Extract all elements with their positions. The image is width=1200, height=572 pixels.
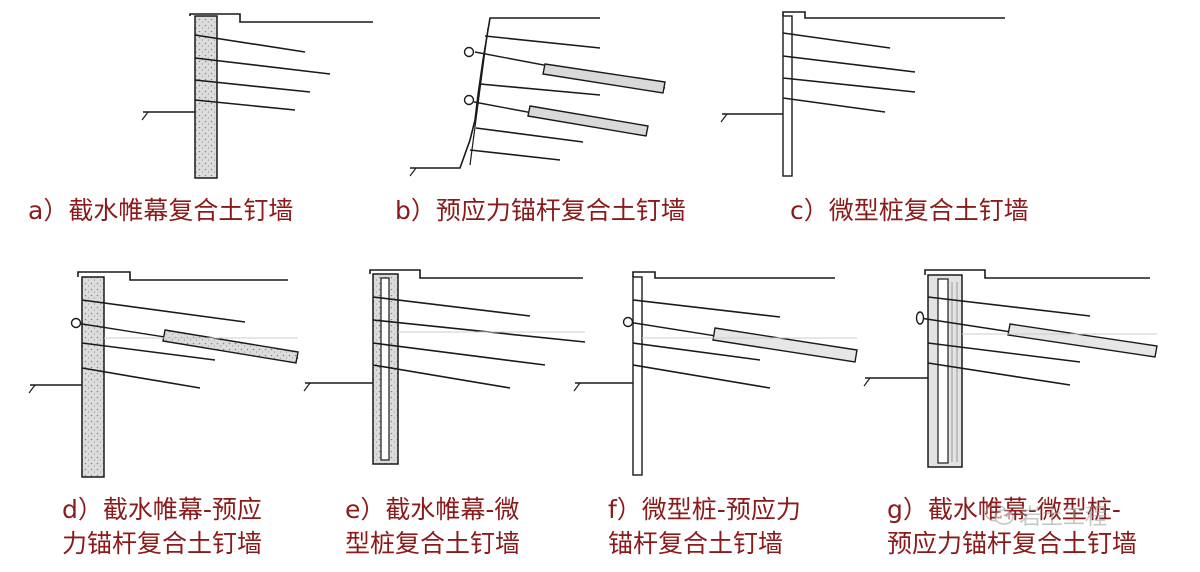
ground-hatch xyxy=(863,377,871,387)
ground-hatch xyxy=(573,382,581,392)
caption-e: e）截水帷幕-微 型桩复合土钉墙 xyxy=(345,493,520,561)
soil-nail xyxy=(927,296,1091,317)
anchor-grout-body xyxy=(162,329,299,364)
slope-face xyxy=(410,17,600,169)
caption-b: b）预应力锚杆复合土钉墙 xyxy=(395,194,686,228)
anchor-grout-body xyxy=(542,63,666,94)
anchor-grout-body xyxy=(1007,323,1158,358)
panel-g-drawing xyxy=(863,269,1158,468)
panel-d-drawing xyxy=(28,271,299,478)
ground-surface xyxy=(77,271,288,281)
soil-nail xyxy=(469,149,561,161)
micro-pile xyxy=(632,276,643,476)
soil-nail xyxy=(927,362,1071,386)
anchor-head xyxy=(463,94,475,106)
soil-nail xyxy=(194,57,331,75)
caption-line: f）微型桩-预应力 xyxy=(608,495,801,524)
soil-nail xyxy=(782,32,891,49)
anchor-grout-body xyxy=(712,327,858,363)
ground-surface xyxy=(632,271,835,279)
anchor-head xyxy=(622,316,634,328)
soil-nail xyxy=(632,364,771,389)
ground-surface xyxy=(189,13,373,23)
ground-surface xyxy=(924,269,1150,279)
soil-nail xyxy=(632,342,761,361)
panel-a-drawing xyxy=(141,13,373,179)
panel-f-drawing xyxy=(573,271,858,476)
panel-b-drawing xyxy=(409,17,666,177)
caption-line: a）截水帷幕复合土钉墙 xyxy=(28,196,294,225)
caption-line: c）微型桩复合土钉墙 xyxy=(790,196,1029,225)
soil-nail xyxy=(632,299,781,318)
caption-line: 锚杆复合土钉墙 xyxy=(608,529,784,558)
micro-pile xyxy=(937,278,949,464)
soil-nail xyxy=(194,34,306,53)
soil-nail xyxy=(81,342,216,361)
ground-hatch xyxy=(141,111,149,121)
soil-nail xyxy=(782,55,916,73)
anchor-grout-body xyxy=(527,105,649,137)
caption-line: 力锚杆复合土钉墙 xyxy=(62,529,263,558)
caption-f: f）微型桩-预应力 锚杆复合土钉墙 xyxy=(608,493,801,561)
caption-c: c）微型桩复合土钉墙 xyxy=(790,194,1029,228)
water-curtain xyxy=(194,15,218,179)
ground-surface xyxy=(782,11,1005,19)
anchor-head xyxy=(463,46,475,58)
anchor-head xyxy=(915,311,925,325)
soil-nail xyxy=(484,35,601,49)
caption-d: d）截水帷幕-预应 力锚杆复合土钉墙 xyxy=(62,493,262,561)
water-curtain xyxy=(81,276,105,478)
caption-line: 型桩复合土钉墙 xyxy=(345,529,521,558)
ground-surface xyxy=(369,269,583,279)
soil-nail xyxy=(81,299,246,323)
ground-hatch xyxy=(409,167,417,177)
panel-c-drawing xyxy=(720,11,1005,177)
soil-nail xyxy=(372,342,546,366)
soil-nail xyxy=(782,97,886,113)
soil-nail xyxy=(479,83,601,96)
micro-pile xyxy=(782,15,793,177)
anchor-head xyxy=(70,317,82,329)
ground-hatch xyxy=(303,382,311,392)
ground-hatch xyxy=(720,113,728,123)
soil-nail xyxy=(927,342,1081,363)
caption-line: e）截水帷幕-微 xyxy=(345,495,520,524)
soil-nail xyxy=(81,367,201,389)
soil-nail xyxy=(194,99,296,111)
soil-nail xyxy=(372,296,531,317)
soil-nail xyxy=(194,79,311,93)
slope-face-inner xyxy=(469,27,489,166)
soil-nail xyxy=(372,319,586,343)
wechat-icon xyxy=(985,504,1014,525)
panel-e-drawing xyxy=(303,269,586,465)
caption-line: d）截水帷幕-预应 xyxy=(62,495,262,524)
ground-hatch xyxy=(28,384,36,394)
soil-nail xyxy=(475,127,584,143)
soil-nail xyxy=(372,364,511,389)
watermark-text: 岩土工程 xyxy=(1019,505,1108,530)
soil-nail xyxy=(782,77,916,93)
caption-a: a）截水帷幕复合土钉墙 xyxy=(28,194,293,228)
watermark: 岩土工程 xyxy=(985,498,1140,532)
caption-line: 预应力锚杆复合土钉墙 xyxy=(887,529,1138,558)
micro-pile xyxy=(380,277,390,461)
caption-line: b）预应力锚杆复合土钉墙 xyxy=(395,196,686,225)
